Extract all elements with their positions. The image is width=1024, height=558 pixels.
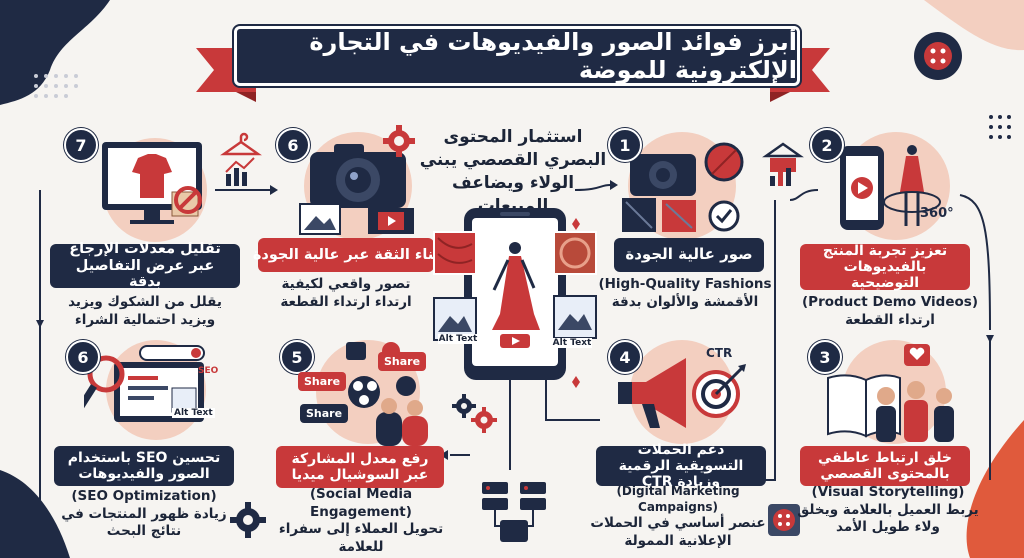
gear-icon bbox=[383, 125, 415, 157]
page-title: أبرز فوائد الصور والفيديوهات في التجارة … bbox=[234, 26, 800, 86]
benefit-5-label: رفع معدل المشاركة عبر السوشيال ميديا bbox=[276, 446, 444, 488]
benefit-2-desc: (Product Demo Videos) ارتداء القطعة bbox=[800, 294, 980, 329]
benefit-6-bottom-label: تحسين SEO باستخدام الصور والفيديوهات bbox=[54, 446, 234, 486]
benefit-4-label: دعم الحملات التسويقية الرقمية وزيادة CTR bbox=[596, 442, 766, 490]
hanger-chart-icon-2 bbox=[762, 142, 804, 186]
benefit-6-bottom-desc: (SEO Optimization) زيادة ظهور المنتجات ف… bbox=[46, 488, 242, 541]
benefit-6-camera-illustration bbox=[299, 132, 414, 240]
top-left-dots bbox=[34, 74, 78, 98]
bottom-left-blob bbox=[0, 470, 70, 558]
bottom-right-blob bbox=[966, 420, 1024, 558]
seo-badge: SEO bbox=[198, 366, 219, 376]
benefit-4-illustration bbox=[618, 340, 746, 444]
benefit-6-top-desc: تصور واقعي لكيفية ارتداء ارتداء القطعة bbox=[266, 276, 426, 311]
benefit-4-desc: (Digital Marketing Campaigns) عنصر أساسي… bbox=[578, 484, 778, 550]
benefit-7-desc: يقلل من الشكوك ويزيد ويزيد احتمالية الشر… bbox=[50, 294, 240, 329]
alt-text-right: Alt Text bbox=[552, 338, 592, 348]
benefit-2-illustration bbox=[840, 132, 950, 240]
benefit-1-desc: (High-Quality Fashions الأقمشة والألوان … bbox=[590, 276, 780, 311]
ctr-badge: CTR bbox=[706, 346, 733, 360]
benefit-4-desc-text: عنصر أساسي في الحملات الإعلانية الممولة bbox=[590, 515, 766, 549]
benefit-6-seo-illustration bbox=[84, 340, 206, 440]
share-bubble-1: Share bbox=[298, 372, 347, 391]
benefit-4-en: (Digital Marketing Campaigns) bbox=[616, 484, 740, 514]
benefit-6-bottom-en: (SEO Optimization) bbox=[71, 488, 217, 504]
benefit-2-360-badge: 360° bbox=[920, 206, 954, 221]
benefit-3-illustration bbox=[827, 340, 954, 444]
benefit-3-en: (Visual Storytelling) bbox=[811, 484, 965, 500]
benefit-1-number: 1 bbox=[608, 128, 642, 162]
benefit-7-desc-text: يقلل من الشكوك ويزيد ويزيد احتمالية الشر… bbox=[68, 294, 222, 328]
benefit-2-number: 2 bbox=[810, 128, 844, 162]
benefit-6-top-label: بناء الثقة عبر عالية الجودة bbox=[253, 238, 439, 272]
benefit-6-top-number: 6 bbox=[276, 128, 310, 162]
benefit-3-desc-text: يربط العميل بالعلامة ويخلق ولاء طويل الأ… bbox=[797, 501, 979, 536]
benefit-1-illustration bbox=[622, 132, 744, 240]
benefit-1-label: صور عالية الجودة bbox=[614, 238, 764, 272]
button-icon bbox=[914, 32, 962, 80]
benefit-7-number: 7 bbox=[64, 128, 98, 162]
benefit-2-label: تعزيز تجربة المنتج بالفيديوهات التوضيحية bbox=[800, 243, 970, 291]
right-dots bbox=[989, 115, 1011, 139]
fabric-button-icon bbox=[768, 504, 800, 536]
seo-alt-text: Alt Text bbox=[172, 408, 215, 418]
benefit-6-top-desc-text: تصور واقعي لكيفية ارتداء ارتداء القطعة bbox=[280, 276, 412, 310]
benefit-2-en: (Product Demo Videos) bbox=[802, 294, 978, 310]
benefit-7-illustration bbox=[102, 138, 207, 242]
benefit-5-number: 5 bbox=[280, 340, 314, 374]
gear-icon-bottom bbox=[230, 502, 266, 538]
alt-text-left: Alt Text bbox=[438, 334, 478, 344]
gears-icon-center bbox=[452, 394, 497, 433]
benefit-3-number: 3 bbox=[808, 340, 842, 374]
benefit-4-number: 4 bbox=[608, 340, 642, 374]
benefit-1-en: (High-Quality Fashions bbox=[598, 276, 772, 292]
benefit-3-label: خلق ارتباط عاطفي بالمحتوى القصصي bbox=[800, 446, 970, 486]
benefit-5-en: (Social Media Engagement) bbox=[309, 486, 413, 520]
benefit-6-bottom-number: 6 bbox=[66, 340, 100, 374]
phone-illustration bbox=[433, 208, 597, 380]
benefit-2-desc-text: ارتداء القطعة bbox=[845, 311, 935, 328]
share-bubble-2: Share bbox=[378, 352, 427, 371]
benefit-5-desc: (Social Media Engagement) تحويل العملاء … bbox=[266, 486, 456, 556]
benefit-5-desc-text: تحويل العملاء إلى سفراء للعلامة bbox=[278, 521, 444, 555]
benefit-1-desc-text: الأقمشة والألوان بدقة bbox=[611, 293, 759, 310]
server-icon bbox=[482, 482, 546, 542]
hanger-chart-icon bbox=[220, 132, 262, 186]
top-left-blob bbox=[0, 0, 110, 105]
benefit-3-desc: (Visual Storytelling) يربط العميل بالعلا… bbox=[790, 484, 986, 537]
share-bubble-3: Share bbox=[300, 404, 349, 423]
top-right-blob bbox=[924, 0, 1024, 51]
benefit-6-bottom-desc-text: زيادة ظهور المنتجات في نتائج البحث bbox=[61, 505, 227, 540]
benefit-7-label: تقليل معدلات الإرجاع عبر عرض التفاصيل بد… bbox=[50, 241, 240, 290]
